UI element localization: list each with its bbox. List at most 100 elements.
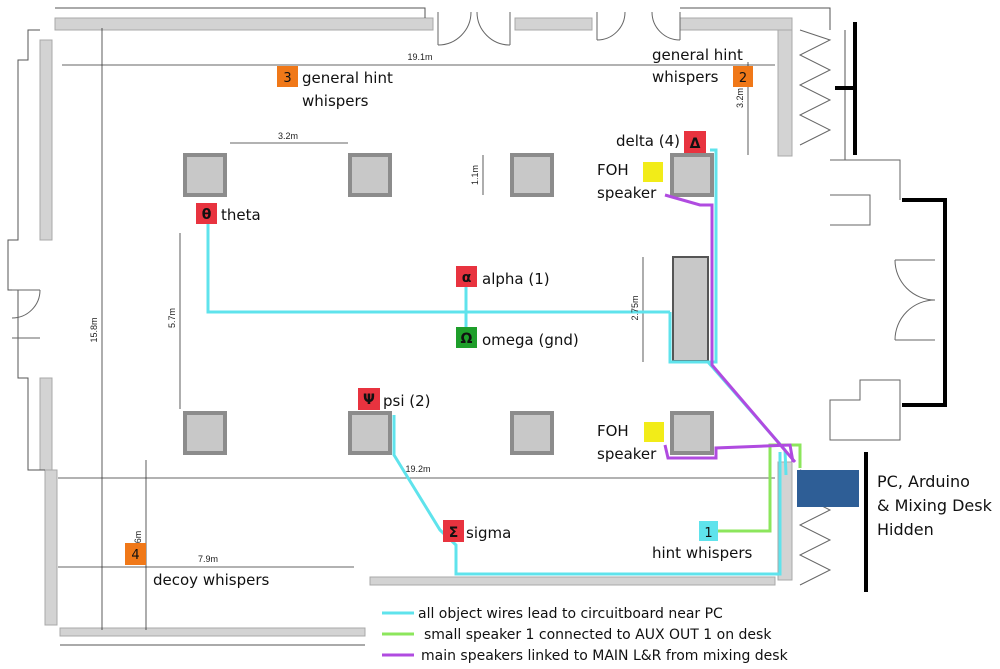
- foh-speaker-bottom-icon: [644, 422, 664, 442]
- hint1-label: hint whispers: [652, 544, 753, 562]
- wall-top-mid: [514, 17, 593, 31]
- pillar: [348, 153, 392, 197]
- omega-label: omega (gnd): [482, 331, 579, 349]
- wall-right-inner: [777, 29, 793, 157]
- door-top-2: [476, 11, 511, 46]
- hint2-number: 2: [739, 71, 747, 86]
- wire-theta: [206, 224, 670, 314]
- wall-left-lower: [39, 377, 53, 471]
- psi-symbol: Ψ: [363, 392, 375, 408]
- wall-top-left: [54, 17, 434, 31]
- window-right-top: [798, 29, 832, 146]
- pillar: [670, 153, 714, 197]
- pillar: [183, 153, 227, 197]
- dim-width-top: 19.1m: [407, 52, 432, 62]
- delta-marker: [684, 131, 706, 153]
- dim-board: 2.75m: [630, 295, 640, 320]
- legend-text-main-speaker: main speakers linked to MAIN L&R from mi…: [421, 648, 789, 664]
- theta-label: theta: [221, 206, 261, 224]
- hint3-number: 3: [283, 71, 291, 86]
- wire-board-to-pc: [706, 361, 788, 476]
- pc-line3: Hidden: [877, 520, 934, 539]
- hint1-number: 1: [704, 526, 712, 541]
- foh-top-line2: speaker: [597, 184, 657, 202]
- pillar: [510, 411, 554, 455]
- door-right-1: [894, 259, 936, 301]
- wall-bottom-right: [369, 576, 776, 586]
- wire-delta: [668, 148, 718, 364]
- alpha-label: alpha (1): [482, 270, 550, 288]
- black-wall-notch: [902, 198, 947, 407]
- main-speaker-wires: [663, 193, 797, 463]
- pillar: [183, 411, 227, 455]
- legend-text-object-wire: all object wires lead to circuitboard ne…: [418, 606, 723, 622]
- dimension-lines: [58, 28, 775, 630]
- hint3-line1: general hint: [302, 69, 393, 87]
- omega-marker: [456, 327, 477, 348]
- walls: [39, 17, 793, 637]
- pc-line1: PC, Arduino: [877, 472, 970, 491]
- door-left: [11, 289, 41, 339]
- sigma-symbol: Σ: [449, 525, 459, 541]
- outline-top-right: [680, 7, 831, 30]
- alpha-marker: [456, 266, 477, 287]
- object-wires: [206, 148, 788, 576]
- wire-psi-sigma: [392, 415, 782, 576]
- outline-left: [7, 29, 45, 471]
- foh-bottom-line1: FOH: [597, 422, 629, 440]
- dim-bl-height: 6m: [133, 531, 143, 544]
- foh-speaker-top-icon: [643, 162, 663, 182]
- hint3-marker: [277, 66, 298, 87]
- door-top-4: [651, 11, 681, 41]
- psi-label: psi (2): [383, 392, 431, 410]
- wire-foh-bottom: [663, 443, 795, 463]
- sigma-marker: [443, 520, 464, 542]
- dim-right-recess: 3.2m: [735, 88, 745, 108]
- dim-height-left: 15.8m: [89, 317, 99, 342]
- wall-bottom-left: [59, 627, 366, 637]
- hint1-marker: [699, 521, 718, 541]
- dim-pillar-x: 3.2m: [278, 131, 298, 141]
- door-right-2: [894, 299, 936, 341]
- pillar: [670, 411, 714, 455]
- theta-marker: [196, 203, 217, 224]
- psi-marker: [358, 388, 380, 410]
- dim-bl-width: 7.9m: [198, 554, 218, 564]
- foh-bottom-line2: speaker: [597, 445, 657, 463]
- pillars: [183, 153, 714, 455]
- hint2-line1: general hint: [652, 46, 743, 64]
- door-top-3: [596, 11, 626, 41]
- sigma-label: sigma: [466, 524, 511, 542]
- wire-foh-top: [664, 193, 797, 463]
- omega-symbol: Ω: [461, 331, 473, 347]
- hint2-marker: [733, 66, 753, 87]
- doors: [11, 11, 936, 586]
- dim-width-bottom: 19.2m: [405, 464, 430, 474]
- wall-left-upper: [39, 39, 53, 241]
- outline-top: [55, 7, 426, 18]
- hint3-line2: whispers: [302, 92, 369, 110]
- pc-line2: & Mixing Desk: [877, 496, 993, 515]
- wall-left-bottom: [44, 469, 58, 626]
- delta-label: delta (4): [616, 132, 680, 150]
- legend: all object wires lead to circuitboard ne…: [382, 606, 789, 664]
- hint2-line2: whispers: [652, 68, 719, 86]
- hint4-number: 4: [131, 548, 139, 563]
- hint4-marker: [125, 543, 146, 565]
- black-walls: [835, 22, 947, 592]
- delta-symbol: Δ: [690, 136, 701, 152]
- circuit-board: [672, 256, 709, 362]
- wall-top-right: [679, 17, 793, 31]
- alpha-symbol: α: [462, 270, 472, 286]
- outer-outline: [7, 7, 846, 646]
- pillar: [510, 153, 554, 197]
- foh-top-line1: FOH: [597, 161, 629, 179]
- hint4-label: decoy whispers: [153, 571, 269, 589]
- dim-pillar-y: 5.7m: [167, 308, 177, 328]
- dim-pillar-size: 1.1m: [470, 165, 480, 185]
- pc-box: [797, 470, 859, 507]
- right-bays: [829, 159, 901, 441]
- legend-text-small-speaker: small speaker 1 connected to AUX OUT 1 o…: [424, 627, 772, 643]
- pillar: [348, 411, 392, 455]
